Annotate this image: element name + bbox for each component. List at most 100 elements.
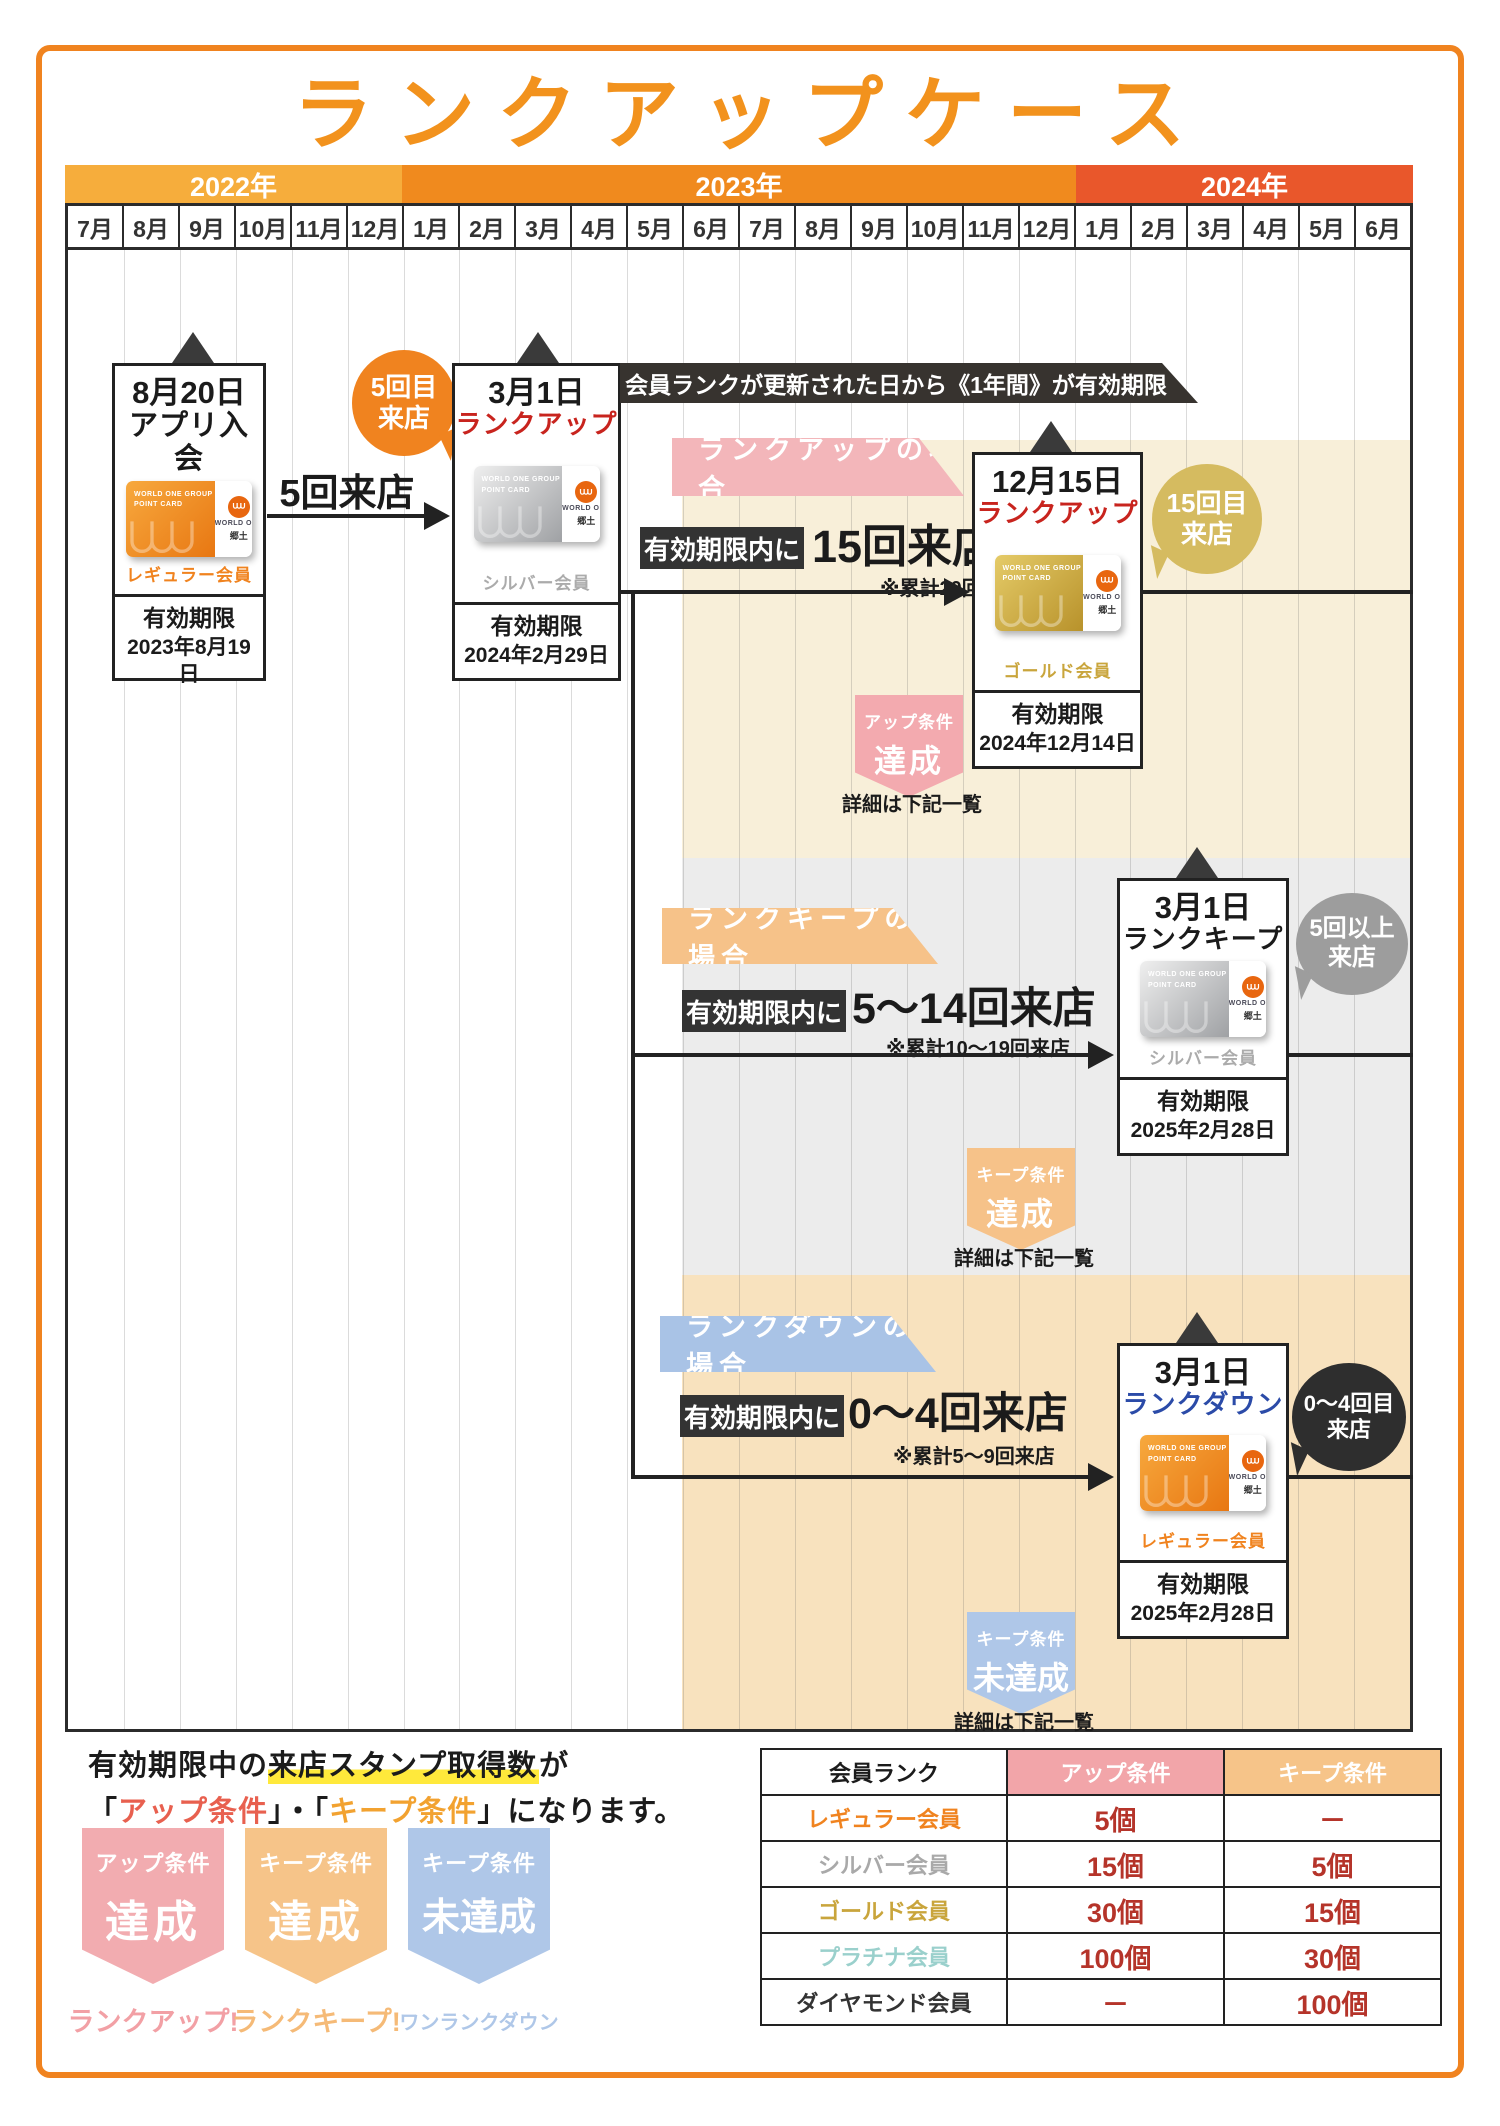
visit-bubble-5th: 5回目 来店 [352,350,469,461]
month-cell: 3月 [514,206,570,247]
month-gridline [739,250,740,1729]
member-rank-label: シルバー会員 [1149,1048,1257,1068]
month-cell: 2月 [1130,206,1186,247]
world-one-logo-icon [575,481,598,504]
month-gridline [794,250,796,1729]
card-logo-sub: 郷土 [1243,1485,1262,1496]
month-gridline [291,250,293,1729]
up-condition-ribbon: アップ条件 達成 [855,695,963,797]
result-rankup: ランクアップ! [67,2007,239,2037]
card-brand-line: POINT CARD [1148,981,1197,989]
crown-watermark-icon [1141,1472,1211,1511]
flow-line [633,1475,1091,1479]
month-cell: 11月 [962,206,1018,247]
rank-name-cell: ダイヤモンド会員 [760,1978,1008,2026]
card-brand-line: POINT CARD [481,486,531,494]
detail-note: 詳細は下記一覧 [954,1248,1094,1270]
expiry-date: 2025年2月28日 [1130,1118,1276,1142]
ribbon-status: 達成 [985,1196,1056,1232]
flow-line [267,514,427,518]
up-condition-cell: － [1006,1978,1225,2026]
world-one-logo-icon [1241,976,1264,999]
year-2024: 2024年 [1076,165,1413,203]
five-visits-label: 5回来店 [279,473,415,515]
keep-condition-cell: 100個 [1223,1978,1442,2026]
member-rank-label: レギュラー会員 [126,565,252,585]
expiry-date: 2025年2月28日 [1130,1601,1276,1625]
keep-condition-word: キープ条件 [329,1796,478,1828]
flow-line [1287,1475,1413,1479]
month-gridline [459,250,461,1729]
up-condition-cell: 5個 [1006,1794,1225,1842]
visits-required: 0〜4回来店 [848,1390,1068,1438]
year-band: 2022年 2023年 2024年 [65,165,1413,203]
rank-name-cell: ゴールド会員 [760,1886,1008,1934]
member-card-regular: WORLD ONE GROUP POINT CARD WORLD ONE 郷土 [1140,1435,1266,1512]
table-header-rank: 会員ランク [760,1748,1008,1796]
event-date: 3月1日 [1154,1355,1252,1390]
month-cell: 9月 [178,206,234,247]
month-gridline [1018,250,1020,1729]
member-rank-label: レギュラー会員 [1140,1531,1266,1551]
event-date: 12月15日 [992,464,1123,499]
table-header-keep-condition: キープ条件 [1223,1748,1442,1796]
result-rankkeep: ランクキープ! [231,2007,401,2037]
month-gridline [123,250,125,1729]
footer-highlight-text: 来店スタンプ取得数 [268,1750,540,1784]
ribbon-label: アップ条件 [864,713,954,732]
member-card-silver: WORLD ONE GROUP POINT CARD WORLD ONE 郷土 [473,466,600,543]
expiry-section: 有効期限 2025年2月28日 [1120,1559,1286,1636]
card-brand-line: WORLD ONE GROUP [481,476,561,484]
card-logo-name: WORLD ONE [1228,1000,1266,1008]
card-logo-name: WORLD ONE [562,505,600,513]
footer-text: が [539,1750,570,1782]
member-rank-label: シルバー会員 [482,573,591,593]
month-gridline [515,250,517,1729]
ribbon-status: 未達成 [972,1660,1069,1696]
month-cell: 7月 [738,206,794,247]
month-gridline [683,250,685,1729]
case-banner-rankkeep: ランクキープの場合 [662,908,938,964]
validity-note-banner: 会員ランクが更新された日から《1年間》が有効期限 [620,363,1198,403]
month-gridline [850,250,852,1729]
event-label: ランクアップ [976,498,1139,529]
rank-name-cell: レギュラー会員 [760,1794,1008,1842]
within-expiry-tag: 有効期限内に [682,990,846,1032]
down-member-box: 3月1日 ランクダウン WORLD ONE GROUP POINT CARD W… [1117,1343,1289,1639]
crown-watermark-icon [1141,998,1211,1037]
month-cell: 5月 [1298,206,1354,247]
bubble-text: 来店 [1326,1417,1371,1442]
month-cell: 7月 [77,215,113,242]
card-logo-name: WORLD ONE [1228,1474,1266,1482]
crown-watermark-icon [127,518,197,557]
month-cell: 1月 [402,206,458,247]
expiry-date: 2024年2月29日 [464,643,609,667]
bubble-text: 来店 [1180,519,1233,549]
expiry-section: 有効期限 2024年12月14日 [975,689,1140,766]
expiry-section: 有効期限 2023年8月19日 [115,593,263,697]
footer-text: 有効期限中の [88,1750,269,1782]
keep-condition-missed-ribbon: キープ条件 未達成 [967,1612,1075,1714]
month-cell: 12月 [346,206,402,247]
month-cell: 4月 [1242,206,1298,247]
month-cell: 11月 [290,206,346,247]
up-condition-cell: 100個 [1006,1932,1225,1980]
flow-branch-line [631,590,635,1479]
visits-required: 15回来店 [812,521,998,572]
event-date: 3月1日 [1154,890,1252,925]
card-brand-line: POINT CARD [134,501,183,509]
keep-condition-cell: 30個 [1223,1932,1442,1980]
card-brand-line: POINT CARD [1148,1455,1197,1463]
case-banner-rankup: ランクアップの場合 [672,438,964,496]
visits-note: ※累計5〜9回来店 [893,1446,1055,1468]
within-expiry-tag: 有効期限内に [640,527,804,569]
card-logo-name: WORLD ONE [1083,593,1121,601]
timeline-pointer-triangle [1176,1312,1218,1343]
